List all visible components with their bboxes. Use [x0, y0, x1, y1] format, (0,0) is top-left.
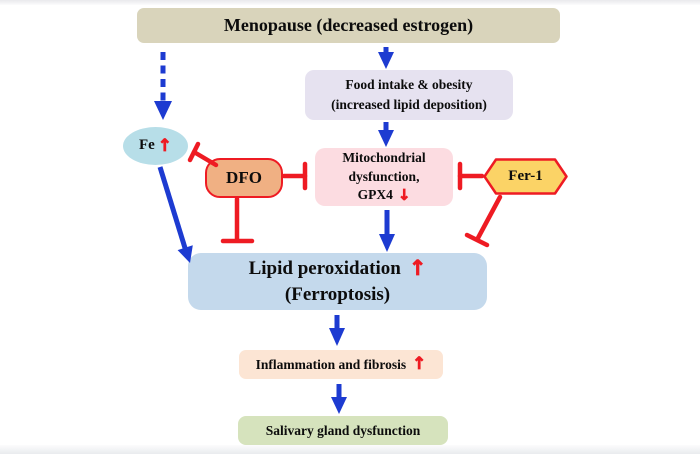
edge-menopause-fe-dashed-arrow — [154, 52, 172, 120]
edge-food-mito-arrow — [378, 122, 394, 147]
node-lipid-peroxidation: Lipid peroxidation ↑ (Ferroptosis) — [188, 253, 487, 310]
food-label-line2: (increased lipid deposition) — [331, 97, 487, 112]
node-food-intake-obesity: Food intake & obesity (increased lipid d… — [305, 70, 513, 120]
node-fe: Fe ↑ — [123, 127, 188, 165]
edge-dfo-mito-tbar — [281, 161, 308, 191]
lipid-label-line2: (Ferroptosis) — [284, 283, 391, 305]
inflammation-label: Inflammation and fibrosis — [255, 356, 407, 372]
edge-mito-lipid-arrow — [379, 210, 395, 252]
down-arrow-icon: ↓ — [397, 186, 411, 205]
mito-label-line1: Mitochondrial — [342, 149, 426, 165]
fer1-label: Fer-1 — [508, 167, 543, 184]
edge-fer1-lipid-tbar — [464, 194, 503, 248]
node-salivary-gland-dysfunction: Salivary gland dysfunction — [238, 416, 448, 445]
menopause-label: Menopause (decreased estrogen) — [223, 14, 474, 35]
node-mitochondrial-dysfunction: Mitochondrial dysfunction, GPX4 ↓ — [315, 148, 453, 206]
food-label-line1: Food intake & obesity — [345, 76, 473, 92]
edge-fer1-mito-tbar — [457, 161, 485, 191]
up-arrow-icon: ↑ — [157, 135, 173, 156]
edge-fe-lipid-arrow — [157, 166, 193, 263]
edge-menopause-food-arrow — [378, 47, 394, 69]
hexagon-shape — [483, 158, 568, 195]
lipid-label-line1-row: Lipid peroxidation ↑ — [249, 256, 427, 282]
edge-inflammation-salivary-arrow — [331, 384, 347, 414]
fe-label: Fe — [138, 137, 155, 154]
mito-label-gpx4: GPX4 — [357, 187, 393, 203]
edge-dfo-lipid-tbar — [220, 196, 255, 244]
mito-label-line3-row: GPX4 ↓ — [358, 186, 411, 205]
bottom-edge-band — [0, 445, 700, 454]
mito-label-line2: dysfunction, — [348, 168, 420, 184]
lipid-label-line1: Lipid peroxidation — [248, 257, 401, 279]
salivary-label: Salivary gland dysfunction — [265, 422, 421, 438]
node-dfo: DFO — [205, 158, 283, 198]
node-menopause: Menopause (decreased estrogen) — [137, 8, 560, 43]
edge-lipid-inflammation-arrow — [329, 315, 345, 346]
node-fer1: Fer-1 — [483, 158, 568, 195]
up-arrow-icon: ↑ — [412, 354, 427, 374]
dfo-label: DFO — [226, 167, 262, 187]
up-arrow-icon: ↑ — [408, 256, 427, 281]
top-edge-band — [0, 0, 700, 5]
node-inflammation-fibrosis: Inflammation and fibrosis ↑ — [239, 350, 443, 379]
